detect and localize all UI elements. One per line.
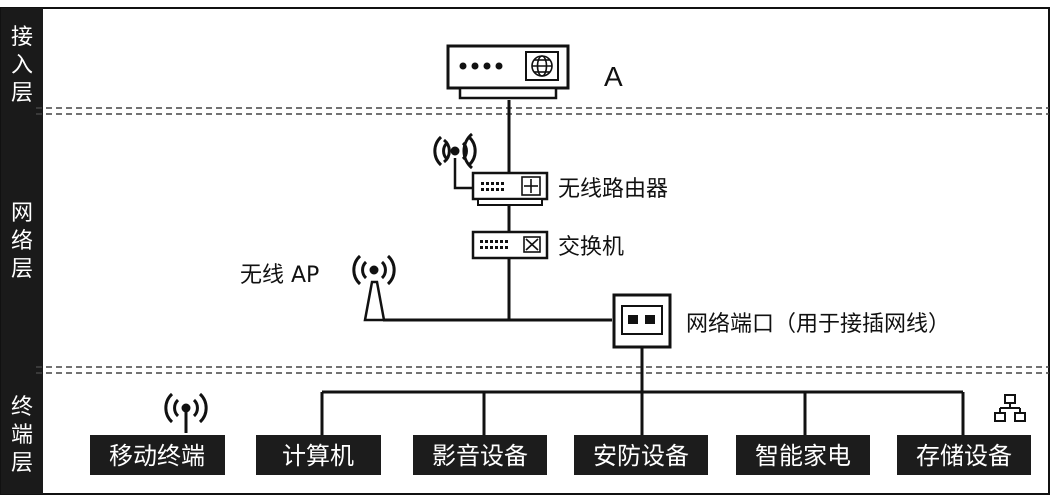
network-port-device [612, 293, 672, 349]
router-label: 无线路由器 [558, 177, 668, 202]
layer-label-network: 网 络 层 [11, 201, 33, 282]
router-device [471, 171, 549, 206]
modem-device [446, 44, 570, 100]
layer-access-char-1: 接 [11, 25, 33, 50]
switch-label: 交换机 [558, 235, 624, 260]
layer-sidebar [1, 8, 43, 494]
layer-label-terminal: 终 端 层 [11, 395, 33, 476]
terminal-box-computer: 计算机 [256, 435, 381, 475]
layer-terminal-char-2: 端 [11, 423, 33, 448]
layer-network-char-1: 网 [11, 201, 33, 226]
terminal-label-appliance: 智能家电 [755, 442, 851, 470]
router-wifi-icon [433, 132, 477, 170]
layer-separator-1 [36, 107, 1049, 115]
wireless-ap-device [352, 254, 396, 322]
layer-terminal-char-3: 层 [11, 451, 33, 476]
terminal-label-computer: 计算机 [282, 442, 354, 470]
terminal-label-media: 影音设备 [432, 442, 528, 470]
terminal-box-mobile: 移动终端 [90, 435, 225, 475]
terminal-box-media: 影音设备 [413, 435, 547, 475]
network-port-label: 网络端口（用于接插网线） [686, 312, 950, 337]
modem-label: A [604, 61, 623, 92]
wireless-ap-label: 无线 AP [240, 263, 319, 288]
layer-network-char-3: 层 [11, 257, 33, 282]
terminal-label-mobile: 移动终端 [109, 442, 205, 470]
router-port-icon [521, 176, 541, 196]
terminal-label-storage: 存储设备 [916, 442, 1012, 470]
router-antenna-line [453, 158, 473, 190]
layer-network-char-2: 络 [11, 229, 33, 254]
ap-wifi-icon [352, 254, 396, 286]
layer-label-access: 接 入 层 [11, 25, 33, 106]
layer-access-char-2: 入 [11, 53, 33, 78]
layer-separator-2 [36, 366, 1049, 374]
layer-terminal-char-1: 终 [11, 395, 33, 420]
terminal-box-storage: 存储设备 [897, 435, 1031, 475]
mobile-wifi-icon [164, 392, 208, 433]
terminal-label-security: 安防设备 [593, 442, 689, 470]
layer-access-char-3: 层 [11, 81, 33, 106]
connection-lines [320, 100, 965, 440]
switch-device [471, 230, 549, 260]
switch-port-icon [523, 236, 541, 253]
network-topology-icon [994, 394, 1026, 422]
terminal-box-appliance: 智能家电 [736, 435, 870, 475]
globe-icon [531, 55, 553, 77]
terminal-box-security: 安防设备 [574, 435, 708, 475]
